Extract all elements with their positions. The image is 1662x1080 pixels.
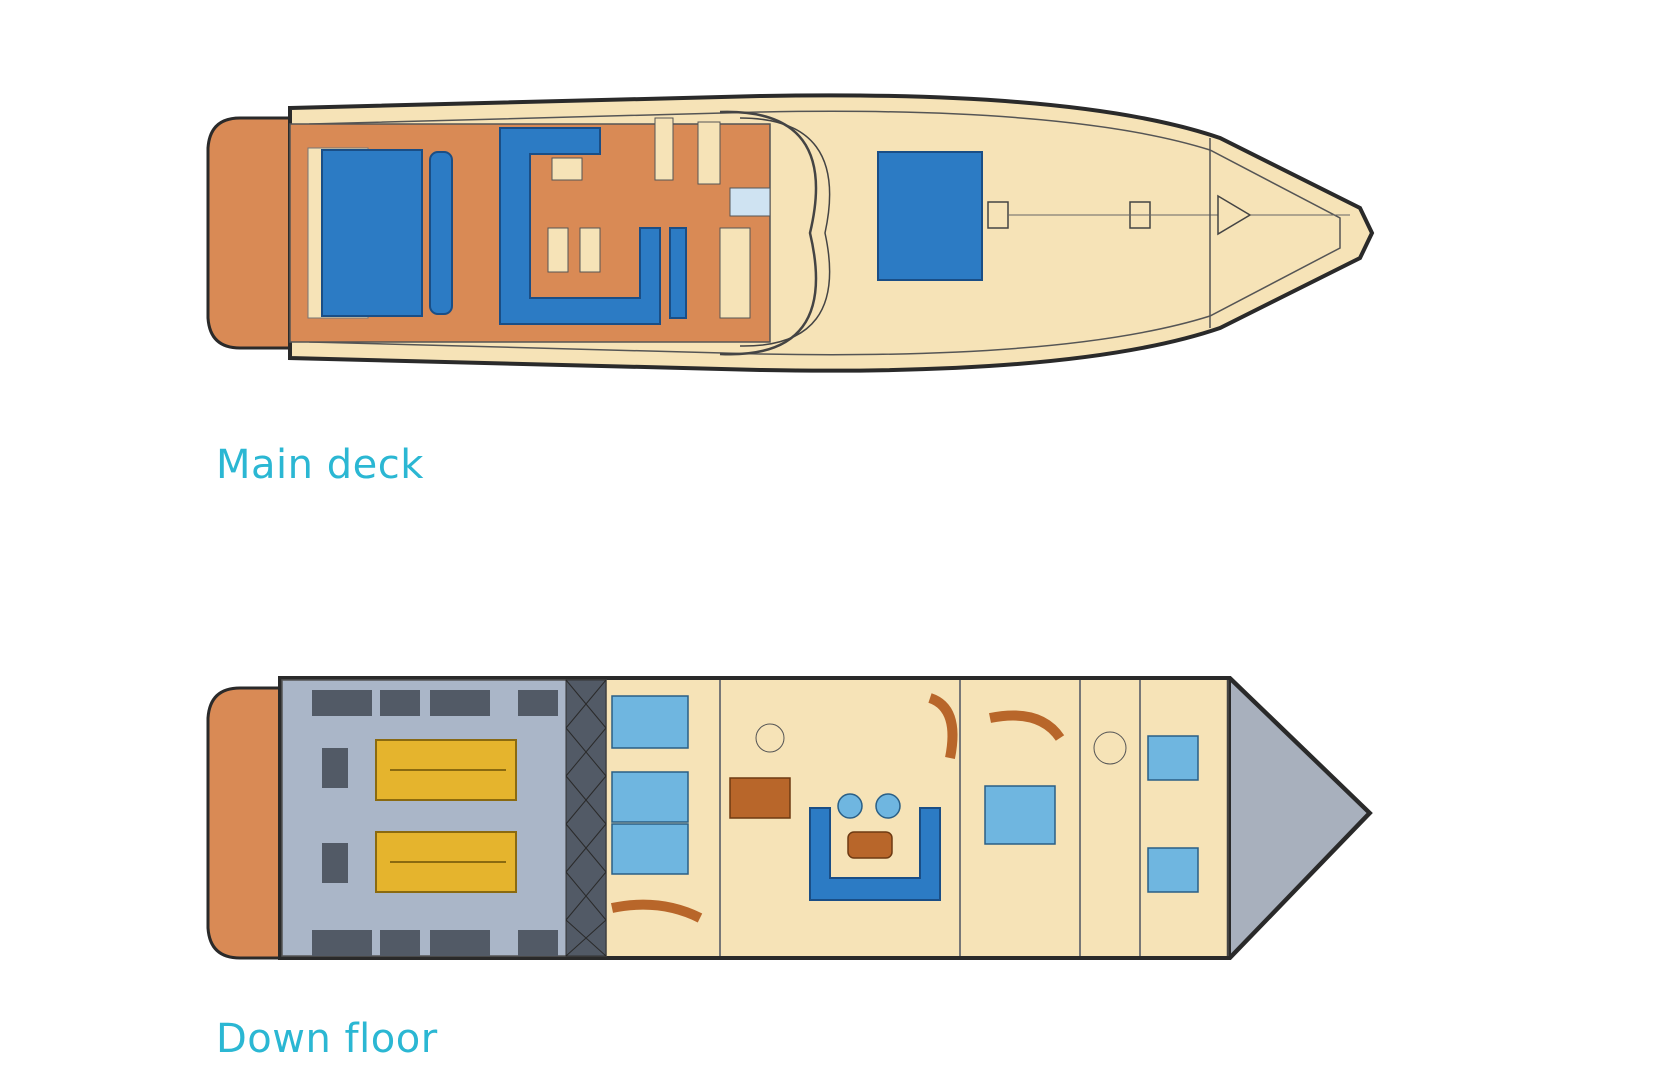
forward-hatch-1 <box>987 201 1009 229</box>
cockpit-dinette <box>499 127 661 325</box>
engine-room-tanks <box>312 690 558 956</box>
dinette-table <box>551 157 583 181</box>
engines <box>375 739 517 893</box>
main-deck-caption: Main deck <box>216 442 424 488</box>
helm-seat <box>729 187 771 217</box>
helm-console <box>719 227 751 319</box>
head-fixture <box>755 723 785 753</box>
stern-platform <box>206 686 292 960</box>
chain-locker <box>1229 677 1370 959</box>
wet-bar <box>654 117 674 181</box>
windscreen-inner-arc <box>739 117 831 347</box>
master-berth <box>984 785 1056 845</box>
aft-cabin-furniture <box>610 899 703 923</box>
crew-berth-2 <box>1147 847 1199 893</box>
aft-cabin-berth-2 <box>611 771 689 823</box>
anchor-well <box>1217 194 1252 236</box>
saloon-cabinetry <box>928 693 958 759</box>
saloon-stool-2 <box>875 793 901 819</box>
main-deck-plan <box>200 78 1460 388</box>
foredeck-sun-pad <box>877 151 983 281</box>
side-seat <box>669 227 687 319</box>
aft-cabin-berth-3 <box>611 823 689 875</box>
master-cabinetry <box>989 710 1065 741</box>
saloon-stool-1 <box>837 793 863 819</box>
windscreen-arc <box>719 110 818 356</box>
dinette-stool-2 <box>579 227 601 273</box>
bulkhead-hatching <box>565 679 607 957</box>
down-floor-plan <box>200 668 1460 978</box>
helm-console-aft <box>697 121 721 185</box>
saloon-table <box>847 831 893 859</box>
aft-sun-pad <box>321 149 423 317</box>
main-deck-plan-icon <box>206 93 1375 373</box>
forward-head <box>1093 731 1127 765</box>
down-floor-plan-icon <box>206 676 1373 960</box>
aft-cabin-berth-1 <box>611 695 689 749</box>
engine-room <box>281 679 607 957</box>
dinette-stool-1 <box>547 227 569 273</box>
engine-bulkhead <box>565 679 607 957</box>
gunwale-line <box>309 110 1341 356</box>
aft-backrest <box>429 151 453 315</box>
down-floor-caption: Down floor <box>216 1016 438 1062</box>
crew-berth-1 <box>1147 735 1199 781</box>
saloon-sofa <box>809 807 941 901</box>
stairs <box>729 777 791 819</box>
